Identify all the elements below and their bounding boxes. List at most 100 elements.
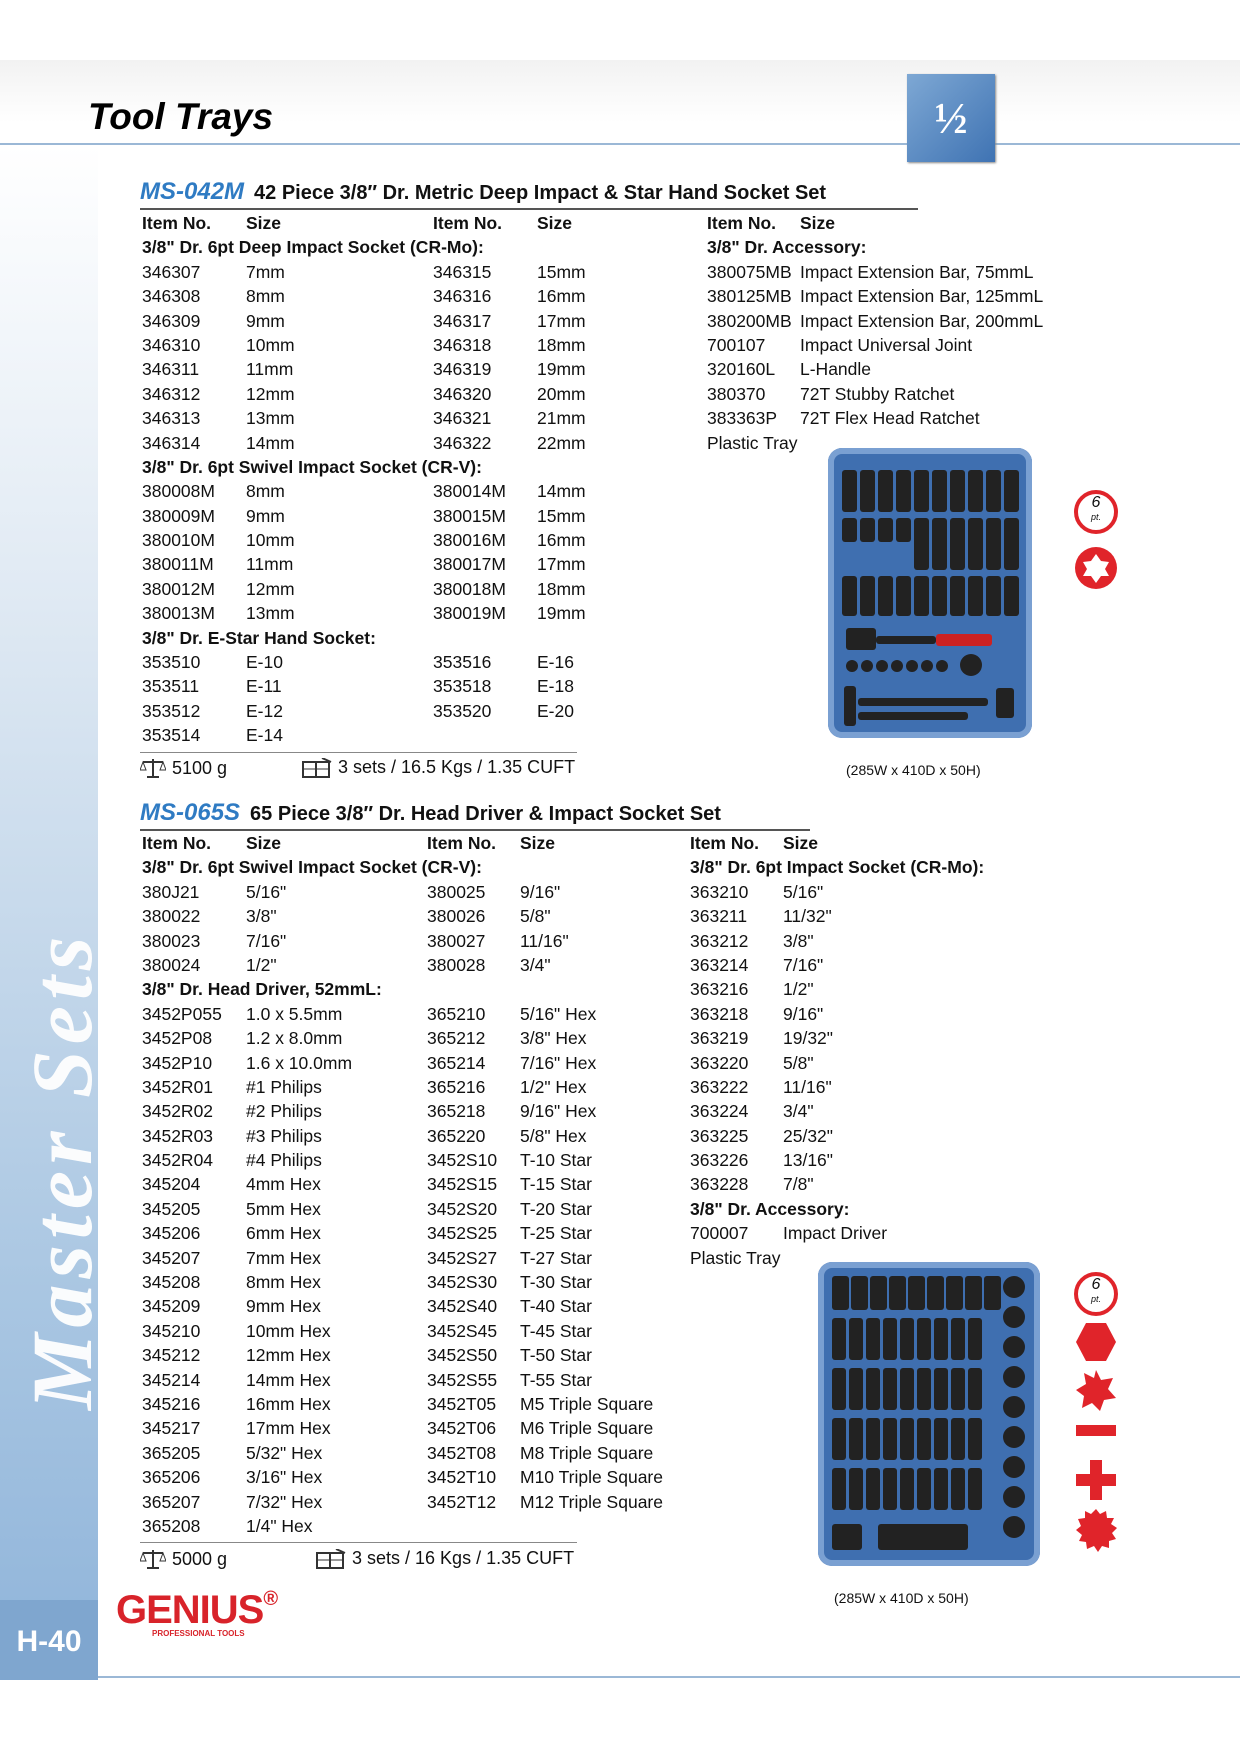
item-number: 3452S30 [427,1272,498,1293]
size-header: Size [783,833,819,853]
item-size: E-11 [246,676,282,697]
item-number: 363220 [690,1052,749,1073]
scale-icon [140,1550,166,1569]
page-title: Tool Trays [88,96,274,137]
item-number: 346322 [433,432,492,453]
socket-shape [849,1368,863,1410]
item-size: M6 Triple Square [520,1418,654,1439]
socket-shape [917,1468,931,1510]
item-number: 346318 [433,334,492,355]
item-number: 363228 [690,1174,749,1195]
set2-col3-header: Item No.Size [690,831,984,855]
item-size: T-27 Star [520,1247,592,1268]
item-number: 363222 [690,1076,749,1097]
item-note: Plastic Tray [690,1247,781,1268]
socket-shape [1003,1516,1025,1538]
socket-shape [951,1318,965,1360]
socket-shape [917,1368,931,1410]
item-number: 380008M [142,481,215,502]
socket-shape [860,576,875,616]
item-number: 345208 [142,1272,201,1293]
socket-shape [946,1276,963,1310]
socket-shape [883,1418,897,1460]
item-note: Plastic Tray [707,432,798,453]
item-size: 1.6 x 10.0mm [246,1052,353,1073]
item-size: 14mm [246,432,295,453]
six-point-label: pt. [1090,512,1101,522]
item-size: Impact Extension Bar, 125mmL [800,286,1044,307]
socket-shape [876,636,936,644]
set1-heading-rule [140,208,918,210]
item-size: 20mm [537,383,586,404]
item-size: 72T Stubby Ratchet [800,383,955,404]
item-size: 7mm [246,261,285,282]
size-header: Size [246,833,282,853]
item-number: 346313 [142,408,201,429]
category-heading: 3/8" Dr. Head Driver, 52mmL: [142,979,382,1000]
item-number: 380125MB [707,286,792,307]
item-no-header: Item No. [433,213,503,233]
item-size: 1.0 x 5.5mm [246,1003,343,1024]
item-size: 1/2" Hex [520,1076,587,1097]
socket-shape [934,1468,948,1510]
hex-symbol-icon [1074,1320,1118,1369]
item-size: 1/2" [783,979,814,1000]
item-size: 5/32" Hex [246,1442,323,1463]
item-size: 19mm [537,603,586,624]
item-number: 346315 [433,261,492,282]
page-number-block [0,1600,98,1680]
socket-shape [968,576,983,616]
item-number: 353512 [142,700,201,721]
socket-shape [883,1368,897,1410]
socket-shape [968,518,983,570]
item-number: 380J21 [142,881,200,902]
item-size: #2 Philips [246,1101,322,1122]
set2-tray-image [818,1262,1040,1566]
item-size: 3/4" [520,954,551,975]
socket-shape [936,634,992,646]
item-size: 13mm [246,408,295,429]
item-size: 17mm [537,554,586,575]
item-number: 345209 [142,1296,201,1317]
item-number: 380014M [433,481,506,502]
item-size: 10mm [246,530,295,551]
item-size: 5/8" [520,906,551,927]
item-number: 365216 [427,1076,486,1097]
item-number: 3452T06 [427,1418,497,1439]
socket-shape [932,518,947,570]
item-number: 345214 [142,1369,201,1390]
item-number: 345216 [142,1393,201,1414]
item-number: 346309 [142,310,201,331]
item-size: T-45 Star [520,1320,592,1341]
socket-shape [986,470,1001,512]
item-size: 3/8" [246,906,277,927]
item-number: 346316 [433,286,492,307]
item-size: E-16 [537,652,574,673]
item-size: 9mm [246,505,285,526]
socket-shape [1004,518,1019,570]
